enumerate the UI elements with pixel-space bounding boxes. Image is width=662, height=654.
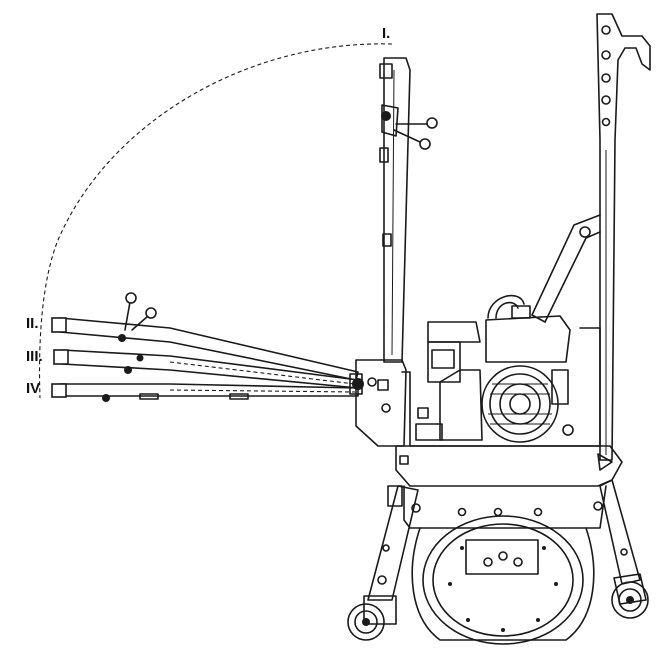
engine bbox=[415, 294, 574, 443]
drum bbox=[411, 515, 595, 645]
position-label-4: IV bbox=[26, 380, 40, 397]
position-label-3: III. bbox=[26, 348, 43, 365]
lifting-frame bbox=[531, 13, 651, 461]
handle-position-4 bbox=[51, 383, 359, 402]
handle-position-2 bbox=[51, 292, 359, 381]
handle-position-3 bbox=[53, 349, 359, 389]
drum-frame bbox=[387, 445, 623, 529]
position-label-1: I. bbox=[382, 25, 390, 42]
right-support-leg bbox=[599, 479, 649, 619]
handle-pivot bbox=[349, 373, 377, 395]
handle-position-1 bbox=[379, 57, 438, 363]
left-support-leg bbox=[347, 485, 419, 641]
position-label-2: II. bbox=[26, 315, 39, 332]
handle-swing-arc bbox=[38, 43, 393, 399]
